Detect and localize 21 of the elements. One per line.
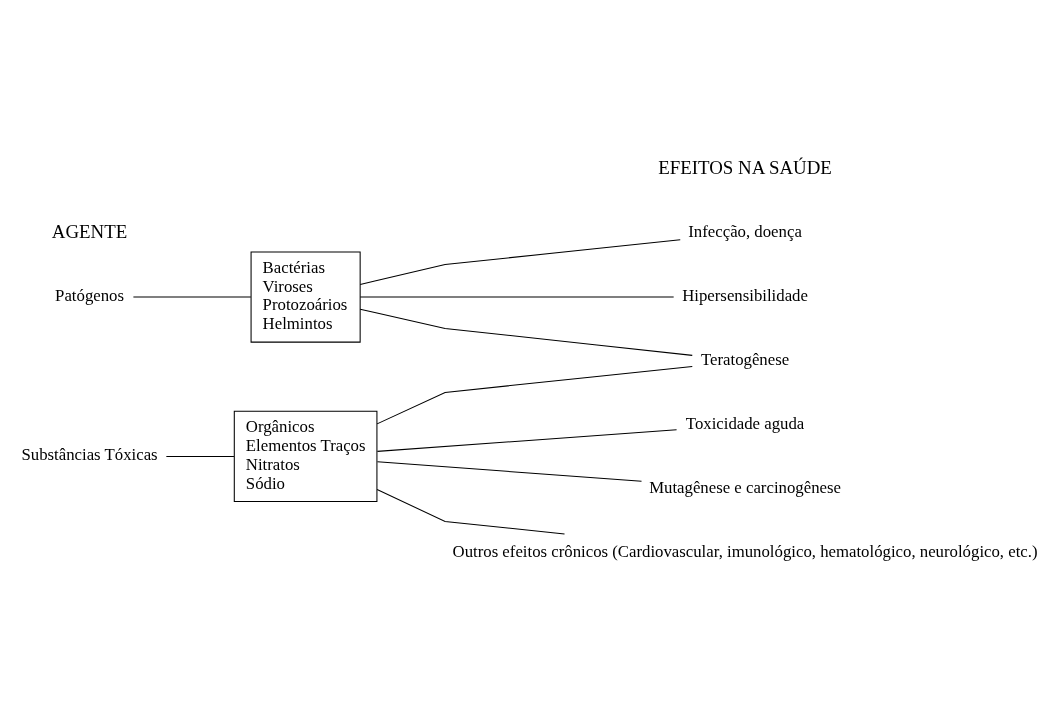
node-text: Mutagênese e carcinogênese [649, 477, 841, 497]
connector [359, 308, 693, 356]
connector [359, 296, 675, 298]
connector [376, 488, 566, 535]
node-text: Outros efeitos crônicos (Cardiovascular, imunológico, hematológico, neurológico, etc.) [452, 541, 1038, 561]
connector [376, 460, 643, 482]
node-box: Orgânicos Elementos Traços Nitratos Sódio [233, 410, 378, 502]
connector [165, 455, 235, 457]
label: EFEITOS NA SAÚDE [658, 156, 832, 178]
node-text: Substâncias Tóxicas [21, 444, 158, 464]
connector [132, 296, 252, 298]
node-box: Bactérias Viroses Protozoários Helmintos [250, 250, 361, 343]
label: AGENTE [51, 220, 128, 242]
node-text: Patógenos [55, 285, 125, 305]
node-text: Hipersensibilidade [682, 285, 808, 305]
node-text: Toxicidade aguda [685, 413, 805, 433]
node-text: Infecção, doença [688, 221, 802, 241]
connector [359, 238, 681, 285]
connector [376, 428, 678, 452]
connector [376, 365, 693, 424]
node-text: Teratogênese [700, 349, 790, 369]
